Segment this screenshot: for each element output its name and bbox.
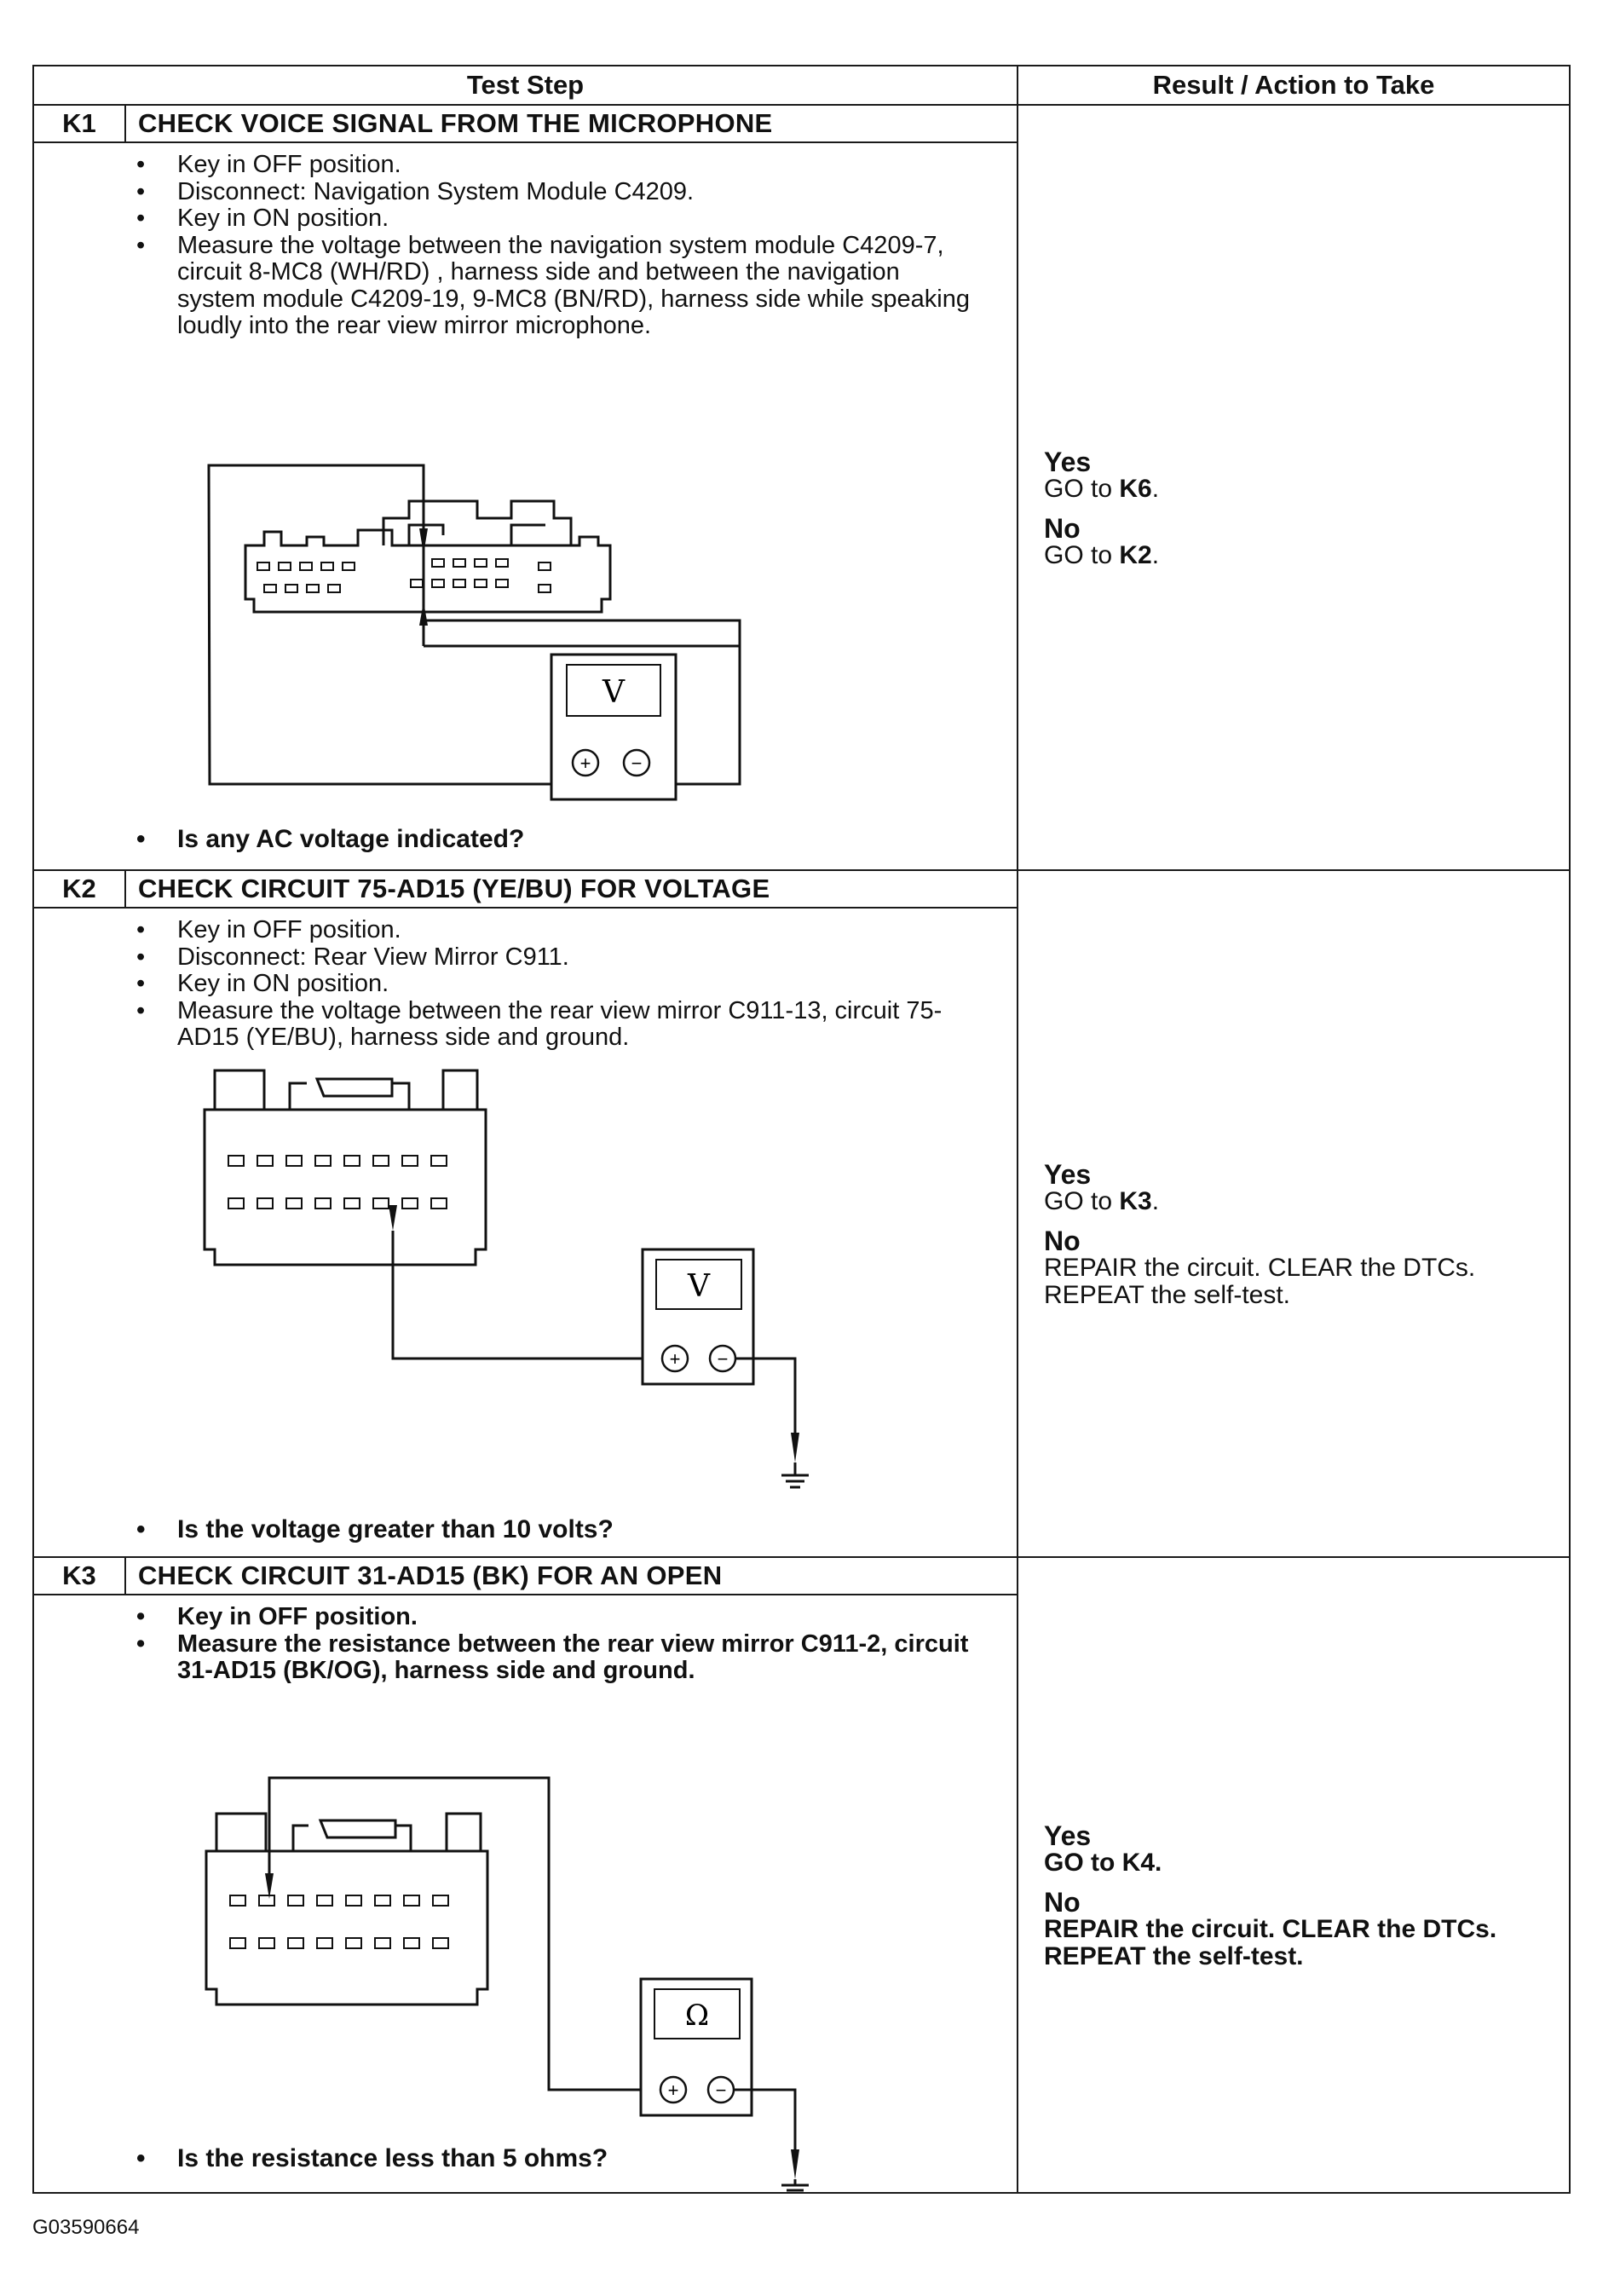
- k3-connector-ohmmeter-diagram: Ω + −: [205, 1776, 809, 2192]
- result-yes-target: K4: [1121, 1849, 1156, 1877]
- probe-tip: [389, 1205, 397, 1231]
- step-k2-title-row: K2 CHECK CIRCUIT 75-AD15 (YE/BU) FOR VOL…: [32, 869, 1571, 1558]
- step-k1-title-row: K1 CHECK VOICE SIGNAL FROM THE MICROPHON…: [32, 104, 1571, 871]
- step-id: K2: [32, 869, 126, 909]
- meter-symbol-v: V: [602, 675, 626, 710]
- ground-lead: [734, 2088, 797, 2149]
- step-k3-body-row: Key in OFF position. Measure the resista…: [32, 1594, 1570, 2194]
- step-k3-title-row: K3 CHECK CIRCUIT 31-AD15 (BK) FOR AN OPE…: [32, 1556, 1571, 2194]
- voltmeter: V + −: [641, 1248, 755, 1386]
- meter-plus-terminal: +: [670, 1348, 681, 1370]
- voltmeter: V + −: [550, 653, 677, 801]
- step-id: K1: [32, 104, 126, 143]
- connector-pins: [229, 1895, 449, 1949]
- ground-symbol: [781, 2179, 809, 2192]
- step-k3-body: Key in OFF position. Measure the resista…: [32, 1594, 1019, 2194]
- step-k3-result: Yes GO to K4. No REPAIR the circuit. CLE…: [1017, 1556, 1571, 2194]
- probe-tip: [419, 528, 428, 554]
- result-yes-prefix: GO to: [1044, 1849, 1122, 1877]
- result-yes-label: Yes: [1044, 1159, 1092, 1190]
- step-k1-result: Yes GO to K6. No GO to K2.: [1017, 104, 1571, 871]
- k1-connector-voltmeter-diagram: V + −: [207, 464, 741, 801]
- step-k2-body: Key in OFF position. Disconnect: Rear Vi…: [32, 907, 1019, 1558]
- result-no-label: No: [1044, 513, 1081, 544]
- mirror-connector: [203, 1069, 487, 1266]
- result-no-prefix: GO to: [1044, 541, 1120, 569]
- ground-lead: [735, 1357, 797, 1433]
- result-no-text: REPAIR the circuit. CLEAR the DTCs. REPE…: [1044, 1254, 1476, 1309]
- meter-minus-terminal: −: [718, 1348, 729, 1370]
- instruction-item: Key in OFF position.: [136, 916, 983, 944]
- result-no-label: No: [1044, 1887, 1081, 1918]
- result-no-target: K2: [1119, 541, 1152, 569]
- meter-plus-terminal: +: [580, 753, 591, 774]
- connector-latch: [382, 499, 573, 545]
- probe-wire: [268, 1776, 643, 2091]
- instruction-item: Disconnect: Navigation System Module C42…: [136, 178, 983, 206]
- instruction-item: Key in OFF position.: [136, 151, 983, 179]
- meter-minus-terminal: −: [716, 2080, 727, 2101]
- step-k2-result: Yes GO to K3. No REPAIR the circuit. CLE…: [1017, 869, 1571, 1558]
- instruction-item: Key in ON position.: [136, 205, 983, 233]
- result-no-text: REPAIR the circuit. CLEAR the DTCs. REPE…: [1044, 1915, 1497, 1970]
- probe-wire: [391, 1231, 646, 1360]
- step-k1-body-row: Key in OFF position. Disconnect: Navigat…: [32, 141, 1570, 871]
- test-step-header: Test Step: [32, 65, 1019, 106]
- result-yes-prefix: GO to: [1044, 475, 1120, 503]
- table-header-row: Test Step Result / Action to Take: [32, 65, 1571, 106]
- ground-symbol: [781, 1462, 809, 1489]
- result-no-label: No: [1044, 1226, 1081, 1256]
- step-k1-instructions: Key in OFF position. Disconnect: Navigat…: [34, 151, 1017, 340]
- step-title: CHECK VOICE SIGNAL FROM THE MICROPHONE: [124, 104, 1019, 143]
- figure-id: G03590664: [32, 2216, 140, 2239]
- step-k3-question: Is the resistance less than 5 ohms?: [136, 2144, 608, 2173]
- result-yes-label: Yes: [1044, 1820, 1092, 1851]
- result-yes-label: Yes: [1044, 447, 1092, 477]
- step-k2-instructions: Key in OFF position. Disconnect: Rear Vi…: [34, 916, 1017, 1052]
- step-k2-question: Is the voltage greater than 10 volts?: [136, 1515, 614, 1544]
- probe-tip: [419, 602, 428, 626]
- instruction-item: Measure the voltage between the navigati…: [136, 232, 983, 340]
- instruction-item: Key in ON position.: [136, 970, 983, 998]
- meter-minus-terminal: −: [631, 753, 643, 774]
- connector-body: [244, 528, 612, 614]
- k2-connector-voltmeter-diagram: V + −: [203, 1069, 809, 1489]
- step-id: K3: [32, 1556, 126, 1595]
- connector-pins: [257, 558, 551, 593]
- result-yes-target: K6: [1119, 475, 1152, 503]
- instruction-item: Key in OFF position.: [136, 1603, 983, 1631]
- meter-symbol-ohm: Ω: [685, 1999, 709, 2033]
- step-k1-question: Is any AC voltage indicated?: [136, 825, 524, 854]
- instruction-item: Measure the voltage between the rear vie…: [136, 997, 983, 1052]
- diagnostic-table: Test Step Result / Action to Take K1 CHE…: [32, 65, 1571, 2194]
- ohmmeter: Ω + −: [639, 1977, 753, 2117]
- step-title: CHECK CIRCUIT 75-AD15 (YE/BU) FOR VOLTAG…: [124, 869, 1019, 909]
- result-yes-target: K3: [1119, 1187, 1152, 1215]
- step-title: CHECK CIRCUIT 31-AD15 (BK) FOR AN OPEN: [124, 1556, 1019, 1595]
- step-k3-instructions: Key in OFF position. Measure the resista…: [34, 1603, 1017, 1685]
- probe-wire: [207, 464, 741, 786]
- step-k1-body: Key in OFF position. Disconnect: Navigat…: [32, 141, 1019, 871]
- step-k2-body-row: Key in OFF position. Disconnect: Rear Vi…: [32, 907, 1570, 1558]
- instruction-item: Disconnect: Rear View Mirror C911.: [136, 943, 983, 972]
- meter-plus-terminal: +: [668, 2080, 679, 2101]
- probe-tip: [265, 1873, 274, 1899]
- result-header: Result / Action to Take: [1017, 65, 1571, 106]
- mirror-connector: [205, 1812, 489, 2006]
- instruction-item: Measure the resistance between the rear …: [136, 1630, 983, 1685]
- connector-pins: [228, 1155, 447, 1209]
- meter-symbol-v: V: [687, 1269, 711, 1304]
- result-yes-prefix: GO to: [1044, 1187, 1120, 1215]
